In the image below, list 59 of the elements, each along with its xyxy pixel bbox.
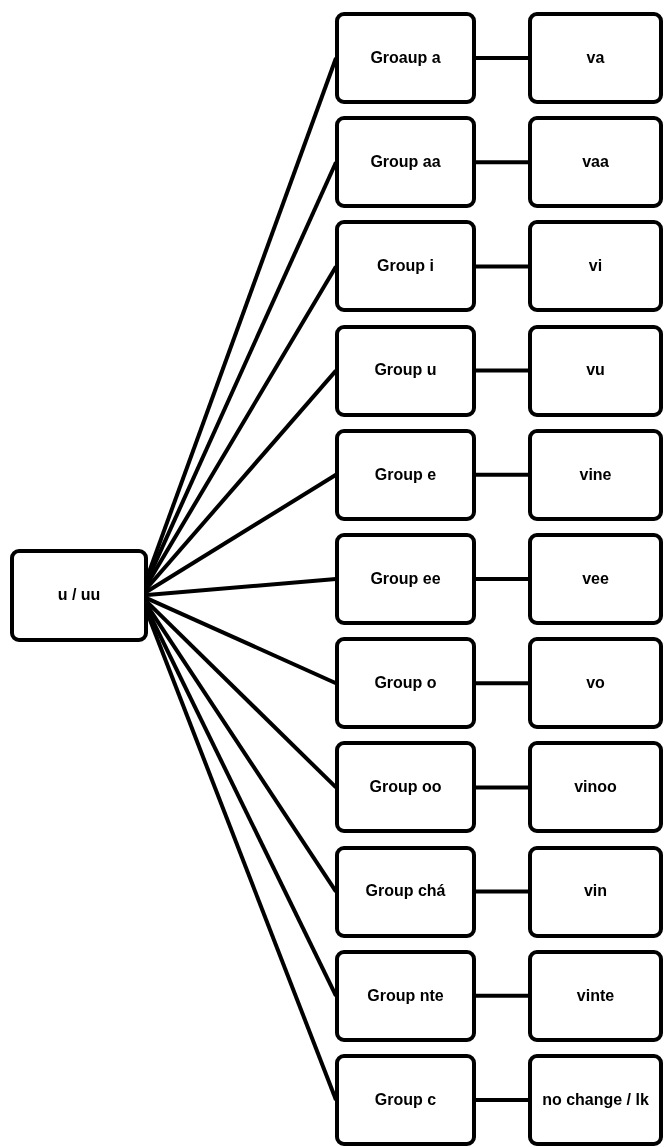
- connector-line: [475, 577, 529, 581]
- connector-line: [475, 993, 529, 998]
- node-label: Groaup a: [370, 48, 441, 68]
- node-label: Group i: [377, 257, 434, 276]
- node-label: vine: [579, 465, 612, 484]
- node-label: Group ee: [370, 569, 441, 589]
- connector-line: [475, 368, 529, 373]
- node-label: vi: [588, 257, 603, 276]
- node-label: Group chá: [365, 882, 446, 901]
- connector-line: [475, 785, 529, 790]
- connector-line: [475, 1098, 529, 1102]
- connector-line: [146, 577, 337, 597]
- node-label: Group o: [374, 674, 437, 693]
- node-label: Group e: [374, 465, 437, 484]
- group-box: [335, 1054, 476, 1146]
- node-label: vinte: [576, 986, 615, 1005]
- connector-line: [146, 596, 337, 686]
- group-box: [335, 324, 476, 417]
- result-box: [528, 741, 663, 834]
- connector-line: [475, 472, 529, 477]
- group-box: [335, 741, 476, 834]
- result-box: [528, 12, 663, 104]
- connector-line: [475, 160, 529, 165]
- result-box: [528, 949, 663, 1042]
- node-label: vinoo: [574, 778, 617, 797]
- result-box: [528, 845, 663, 938]
- root-box: [10, 549, 148, 642]
- connector-line: [475, 681, 529, 686]
- node-label: Group aa: [370, 153, 441, 172]
- group-box: [335, 220, 476, 313]
- node-label: va: [586, 48, 605, 68]
- group-box: [335, 949, 476, 1042]
- result-box: [528, 324, 663, 417]
- node-label: no change / lk: [542, 1090, 649, 1110]
- group-box: [335, 428, 476, 521]
- result-box: [528, 116, 663, 209]
- node-label: vo: [586, 674, 605, 693]
- node-label: u / uu: [57, 586, 101, 605]
- connector-line: [475, 264, 529, 269]
- node-label: vaa: [582, 153, 609, 172]
- group-box: [335, 116, 476, 209]
- node-label: vu: [586, 361, 605, 380]
- group-box: [335, 12, 476, 104]
- node-label: vin: [583, 882, 608, 901]
- result-box: [528, 1054, 663, 1146]
- node-label: vee: [582, 569, 609, 589]
- group-box: [335, 533, 476, 625]
- node-label: Group oo: [369, 778, 442, 797]
- node-label: Group c: [374, 1090, 437, 1110]
- result-box: [528, 533, 663, 625]
- node-label: Group nte: [367, 986, 444, 1005]
- connector-line: [475, 889, 529, 894]
- connector-line: [475, 56, 529, 60]
- group-box: [335, 845, 476, 938]
- result-box: [528, 637, 663, 730]
- result-box: [528, 220, 663, 313]
- result-box: [528, 428, 663, 521]
- group-box: [335, 637, 476, 730]
- node-label: Group u: [374, 361, 437, 380]
